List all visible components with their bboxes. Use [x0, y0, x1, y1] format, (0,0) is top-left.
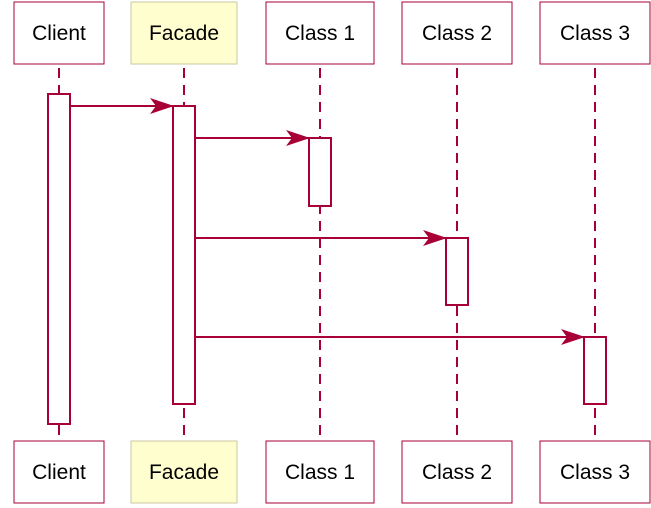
participant-class3-top: Class 3 — [539, 1, 651, 65]
participant-label: Class 2 — [422, 461, 492, 484]
participant-box — [539, 1, 651, 65]
participant-box — [13, 1, 105, 65]
participant-box — [265, 1, 375, 65]
participant-box — [13, 440, 105, 504]
participant-label: Client — [32, 461, 86, 484]
participant-label: Client — [32, 22, 86, 45]
participant-label: Class 3 — [560, 461, 630, 484]
participant-class1-top: Class 1 — [265, 1, 375, 65]
activation-bar-class1 — [308, 137, 332, 207]
activation-bar-class3 — [583, 336, 607, 405]
participant-class2-top: Class 2 — [401, 1, 513, 65]
participant-client-top: Client — [13, 1, 105, 65]
participant-box — [401, 440, 513, 504]
participant-box — [539, 440, 651, 504]
participant-label: Class 2 — [422, 22, 492, 45]
activation-bar-class2 — [445, 237, 469, 306]
activation-bar-client — [47, 93, 71, 425]
participant-box — [401, 1, 513, 65]
participant-box — [130, 1, 238, 65]
participant-label: Facade — [149, 22, 219, 45]
participant-client-bottom: Client — [13, 440, 105, 504]
participant-class2-bottom: Class 2 — [401, 440, 513, 504]
participant-class1-bottom: Class 1 — [265, 440, 375, 504]
participant-label: Class 1 — [285, 461, 355, 484]
participant-label: Class 1 — [285, 22, 355, 45]
participant-box — [265, 440, 375, 504]
participant-label: Facade — [149, 461, 219, 484]
activation-bar-facade — [172, 105, 196, 405]
participant-facade-top: Facade — [130, 1, 238, 65]
participant-box — [130, 440, 238, 504]
participant-label: Class 3 — [560, 22, 630, 45]
participant-class3-bottom: Class 3 — [539, 440, 651, 504]
participant-facade-bottom: Facade — [130, 440, 238, 504]
